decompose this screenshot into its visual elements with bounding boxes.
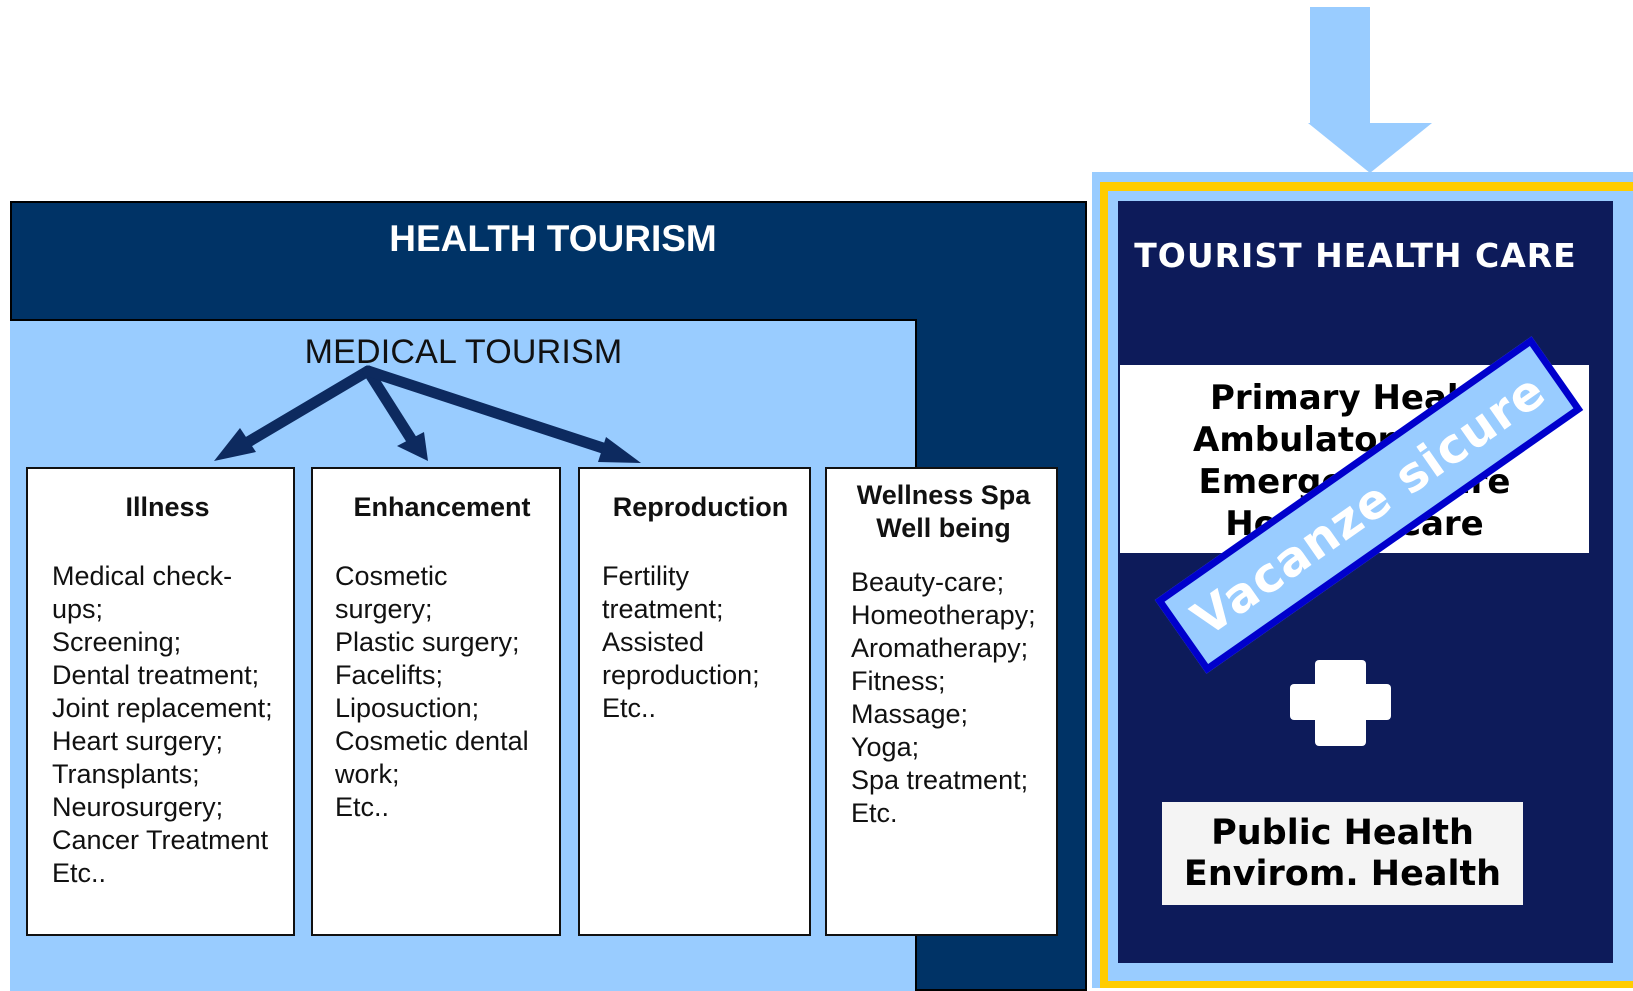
category-title: Illness [125,492,210,522]
list-item: Liposuction; [335,693,480,723]
list-item: Neurosurgery; [52,792,224,822]
list-item: Yoga; [851,732,920,762]
list-item: Joint replacement; [52,693,273,723]
down-arrow-icon [1308,7,1432,173]
list-item: Cancer Treatment [52,825,269,855]
list-item: Screening; [52,627,182,657]
category-wellness: Wellness Spa Well being Beauty-care; Hom… [825,467,1058,936]
health-tourism-title: HEALTH TOURISM [389,218,717,259]
category-illness: Illness Medical check- ups; Screening; D… [26,467,295,936]
list-item: Spa treatment; [851,765,1029,795]
public-health-label: Public Health [1211,813,1474,853]
arrowhead-enhancement [397,432,428,461]
category-enhancement: Enhancement Cosmetic surgery; Plastic su… [311,467,561,936]
list-item: Etc. [851,798,898,828]
category-title: Enhancement [353,492,531,522]
list-item: Cosmetic dental work; [335,726,529,789]
list-item: Cosmetic surgery; [335,561,448,624]
tourist-health-care-title: TOURIST HEALTH CARE [1134,236,1577,275]
list-item: Aromatherapy; [851,633,1029,663]
medical-cross-icon-vertical [1315,660,1366,746]
list-item: Beauty-care; [851,567,1005,597]
list-item: Massage; [851,699,969,729]
list-item: Fitness; [851,666,946,696]
medical-tourism-title: MEDICAL TOURISM [304,333,623,371]
list-item: Transplants; [52,759,200,789]
list-item: Dental treatment; [52,660,260,690]
list-item: Homeotherapy; [851,600,1036,630]
public-health-box: Public Health Envirom. Health [1162,802,1523,905]
list-item: Etc.. [335,792,390,822]
list-item: Heart surgery; [52,726,224,756]
list-item: Etc.. [602,693,657,723]
list-item: Medical check- ups; [52,561,233,624]
list-item: Plastic surgery; [335,627,520,657]
category-title: Wellness Spa Well being [856,480,1031,543]
list-item: Fertility treatment; [602,561,724,624]
list-item: Etc.. [52,858,107,888]
category-title: Reproduction [612,492,789,522]
list-item: Assisted reproduction; [602,627,760,690]
category-reproduction: Reproduction Fertility treatment; Assist… [578,467,811,936]
arrow-to-enhancement [362,365,419,448]
arrowhead-illness [214,428,256,461]
arrow-to-illness [232,365,374,454]
arrow-to-reproduction [362,365,618,457]
arrowhead-reproduction [598,437,641,463]
list-item: Facelifts; [335,660,444,690]
environmental-health-label: Envirom. Health [1183,854,1502,894]
